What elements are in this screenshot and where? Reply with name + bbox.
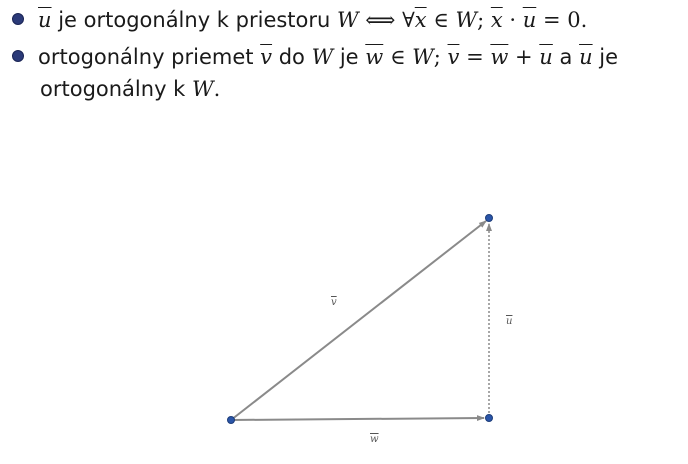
vector-w-arrow (230, 415, 485, 422)
text: ortogonálny priemet (38, 45, 261, 69)
v-endpoint (485, 214, 493, 222)
label-w: w (370, 434, 379, 445)
math-semicolon: ; (477, 8, 491, 32)
math-W: W (311, 45, 334, 69)
math-w: w (365, 45, 384, 69)
origin-point (227, 416, 235, 424)
math-u: u (38, 8, 52, 32)
math-in: ∈ (426, 8, 456, 32)
text: do (272, 45, 312, 69)
math-x: x (490, 8, 503, 32)
text: je (333, 45, 366, 69)
math-v: v (260, 45, 273, 69)
math-W: W (455, 8, 478, 32)
label-u: u (506, 316, 512, 327)
w-endpoint (485, 414, 493, 422)
bullet-icon (12, 13, 24, 25)
math-u: u (579, 45, 593, 69)
label-v: v (331, 297, 337, 308)
math-dot: · (502, 8, 523, 32)
math-plus: + (508, 45, 540, 69)
math-in: ∈ (383, 45, 413, 69)
bullet-icon (12, 50, 24, 62)
bullet-item-projection-continued: ortogonálny k W. (40, 75, 220, 103)
text: je ortogonálny k priestoru (51, 8, 337, 32)
math-w: w (490, 45, 509, 69)
math-u: u (522, 8, 537, 32)
math-period: . (213, 77, 221, 101)
math-eq-zero: = 0. (536, 8, 588, 32)
math-u: u (539, 45, 553, 69)
text: a (552, 45, 580, 69)
bullet-item-orthogonal-def: u je ortogonálny k priestoru W ⟺ ∀x ∈ W;… (12, 6, 587, 34)
math-W: W (412, 45, 434, 69)
bullet-item-projection: ortogonálny priemet v do W je w ∈ W; v =… (12, 43, 618, 71)
text: ortogonálny k (40, 77, 193, 101)
math-eq: = (459, 45, 491, 69)
math-W: W (337, 8, 359, 32)
math-iff: ⟺ (358, 8, 403, 32)
math-semicolon: ; (433, 45, 448, 69)
math-forall: ∀ (402, 8, 415, 32)
text: je (592, 45, 619, 69)
vector-v-arrow (230, 220, 487, 421)
math-x: x (414, 8, 427, 32)
math-v: v (447, 45, 460, 69)
math-W: W (192, 77, 214, 101)
